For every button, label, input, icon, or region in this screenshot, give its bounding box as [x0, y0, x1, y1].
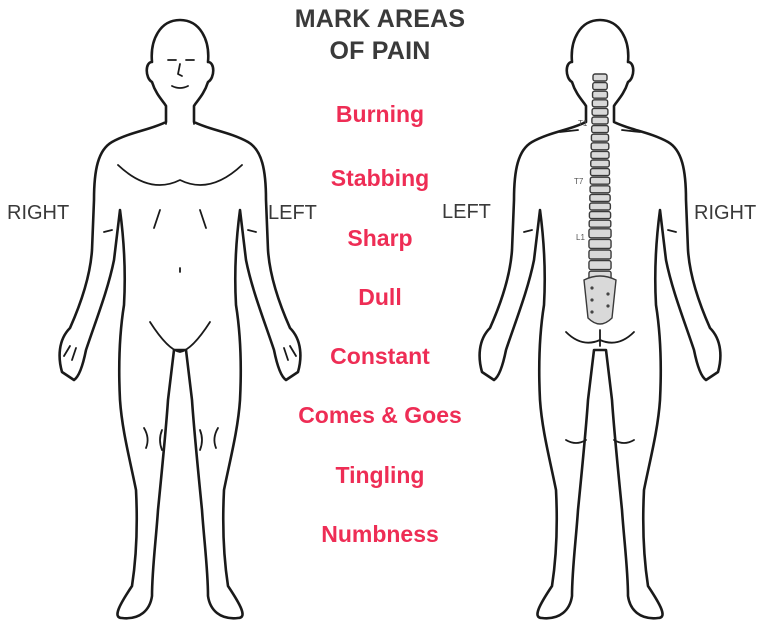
sacrum: [584, 276, 616, 324]
vertebra: [589, 229, 611, 238]
pain-type-sharp[interactable]: Sharp: [230, 225, 530, 252]
vertebra: [591, 143, 609, 150]
sacral-foramen: [590, 298, 593, 301]
back-right-label: RIGHT: [694, 202, 756, 225]
vertebra: [593, 91, 608, 98]
sacral-foramen: [590, 286, 593, 289]
vertebra: [591, 151, 609, 158]
sacral-foramen: [606, 304, 609, 307]
pain-type-stabbing[interactable]: Stabbing: [230, 165, 530, 192]
vertebra: [592, 100, 607, 107]
spine-label-l1: L1: [576, 233, 585, 242]
vertebra: [590, 186, 610, 193]
vertebra: [590, 203, 611, 210]
vertebra: [593, 74, 607, 81]
pain-type-comes-and-goes[interactable]: Comes & Goes: [230, 402, 530, 429]
pain-type-constant[interactable]: Constant: [230, 343, 530, 370]
spine-label-t7: T7: [574, 177, 584, 186]
spine-label-t1: T1: [578, 119, 588, 128]
vertebra: [591, 169, 610, 176]
vertebra: [590, 194, 610, 201]
sacral-foramen: [606, 292, 609, 295]
vertebra: [592, 126, 609, 133]
sacral-foramen: [590, 310, 593, 313]
vertebra: [589, 212, 610, 219]
vertebra: [592, 117, 608, 124]
pain-type-list: Burning Stabbing Sharp Dull Constant Com…: [230, 0, 530, 640]
vertebra: [593, 83, 607, 90]
vertebra: [589, 250, 611, 259]
vertebra: [589, 239, 611, 248]
vertebra: [589, 261, 611, 270]
front-right-label: RIGHT: [7, 202, 69, 225]
vertebra: [589, 220, 611, 227]
vertebra: [590, 177, 609, 184]
vertebra: [592, 108, 608, 115]
vertebra: [591, 160, 610, 167]
pain-type-numbness[interactable]: Numbness: [230, 521, 530, 548]
pain-type-dull[interactable]: Dull: [230, 284, 530, 311]
pain-type-burning[interactable]: Burning: [230, 101, 530, 128]
vertebra: [591, 134, 608, 141]
pain-type-tingling[interactable]: Tingling: [230, 462, 530, 489]
